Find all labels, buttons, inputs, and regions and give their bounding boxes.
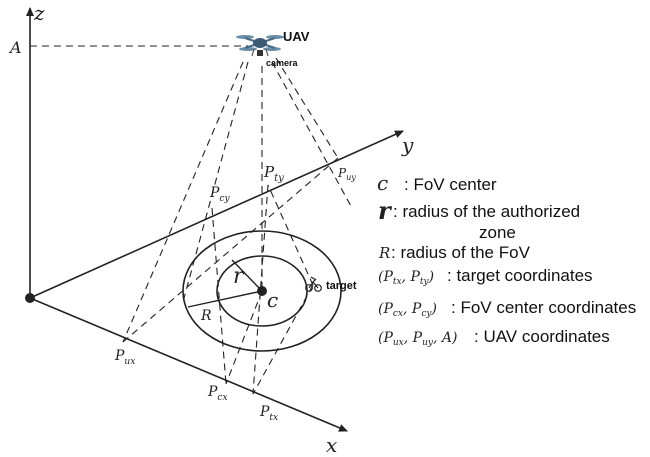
target-to-ptx xyxy=(252,284,314,395)
fov-cone-left xyxy=(182,61,249,303)
legend-r-symbol: r xyxy=(378,196,393,225)
legend-r-desc-line2: zone xyxy=(479,223,516,242)
camera-label: camera xyxy=(266,58,299,68)
fov-center-point xyxy=(257,286,267,296)
label-p-uy: Puy xyxy=(337,166,356,182)
legend: c : FoV center r : radius of the authori… xyxy=(377,171,636,348)
label-center-c: c xyxy=(267,288,278,312)
label-p-tx: Ptx xyxy=(259,404,278,423)
legend-target-desc: : target coordinates xyxy=(447,266,593,285)
uav-to-puy xyxy=(275,57,339,159)
legend-fov-center-desc: : FoV center coordinates xyxy=(451,298,636,317)
legend-fov-center-symbol: (Pcx, Pcy) xyxy=(378,301,437,319)
label-radius-R: R xyxy=(200,308,212,324)
legend-uav-symbol: (Pux, Puy, A) xyxy=(378,330,457,348)
x-axis xyxy=(29,297,348,432)
label-p-cy: Pcy xyxy=(209,185,230,204)
legend-r-desc-line1: : radius of the authorized xyxy=(393,202,580,221)
uav-to-pux xyxy=(122,61,244,343)
pty-to-ptx xyxy=(252,184,269,395)
legend-uav-desc: : UAV coordinates xyxy=(474,327,610,346)
projection-lines xyxy=(30,45,353,395)
camera-icon xyxy=(257,50,263,56)
legend-c-desc: : FoV center xyxy=(404,175,497,194)
z-axis-label: z xyxy=(33,1,45,25)
puy-to-pux xyxy=(122,157,339,343)
x-axis-label: x xyxy=(326,433,337,457)
y-axis xyxy=(29,130,404,299)
origin-point xyxy=(25,293,35,303)
altitude-label-A: A xyxy=(8,38,22,57)
legend-target-symbol: (Ptx, Pty) xyxy=(378,269,434,287)
center-to-pcx xyxy=(225,290,263,385)
uav-label: UAV xyxy=(283,29,310,44)
target-icon xyxy=(305,276,322,292)
target-label: target xyxy=(326,280,357,292)
fov-circle xyxy=(182,230,342,352)
uav-drone-icon xyxy=(236,35,284,57)
label-radius-r: r xyxy=(233,264,245,289)
radius-R-line xyxy=(187,290,263,308)
label-p-cx: Pcx xyxy=(207,384,228,403)
legend-R-symbol: R xyxy=(378,244,390,262)
y-axis-label: y xyxy=(401,133,414,157)
legend-c-symbol: c xyxy=(377,171,388,195)
legend-R-desc: : radius of the FoV xyxy=(391,243,531,262)
pcy-to-pcx xyxy=(211,207,227,385)
radius-r-line xyxy=(231,259,263,292)
label-p-ux: Pux xyxy=(114,348,135,367)
label-p-ty: Pty xyxy=(263,163,284,184)
fov-cone-right xyxy=(271,61,353,209)
